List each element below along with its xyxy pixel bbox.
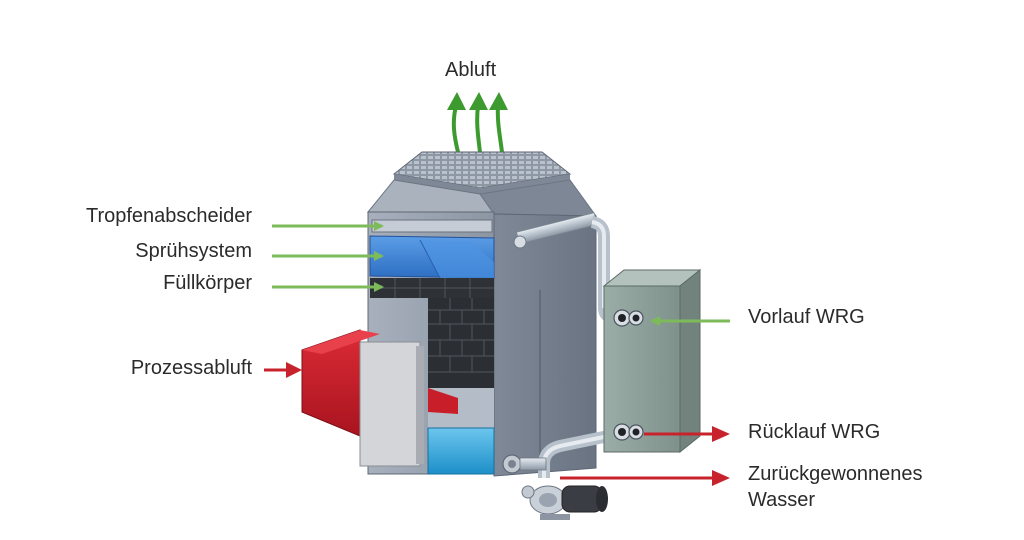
- label-tropfenabscheider: Tropfenabscheider: [85, 205, 252, 227]
- packing-media: [370, 278, 494, 388]
- arrow-zurueckgewonnenes: [560, 470, 730, 486]
- exhaust-arrow-middle: [475, 104, 482, 154]
- heat-exchanger: [602, 268, 702, 454]
- green-pointer-arrows: [272, 221, 730, 326]
- arrow-ruecklauf: [644, 426, 730, 442]
- label-ruecklauf-wrg: Rücklauf WRG: [748, 421, 881, 443]
- label-prozessabluft: Prozessabluft: [130, 357, 252, 379]
- heat-exchanger-port-lower: [613, 423, 644, 441]
- exhaust-arrows: [447, 92, 508, 154]
- label-zurueckgewonnenes: Zurückgewonnenes: [748, 463, 923, 485]
- water-sump: [427, 427, 495, 475]
- heat-exchanger-port-upper: [613, 309, 644, 327]
- process-air-duct: [301, 329, 458, 437]
- access-panel: [359, 341, 421, 467]
- exhaust-arrow-right: [495, 104, 504, 154]
- pump: [521, 485, 608, 520]
- exhaust-arrow-left: [451, 104, 460, 154]
- arrow-prozessabluft: [264, 362, 302, 378]
- label-abluft: Abluft: [445, 59, 497, 81]
- label-spruehsystem: Sprühsystem: [135, 240, 252, 262]
- label-wasser: Wasser: [748, 489, 816, 511]
- red-arrows: [264, 362, 730, 486]
- label-fuellkoerper: Füllkörper: [163, 272, 252, 294]
- label-vorlauf-wrg: Vorlauf WRG: [748, 306, 865, 328]
- droplet-separator: [371, 219, 493, 233]
